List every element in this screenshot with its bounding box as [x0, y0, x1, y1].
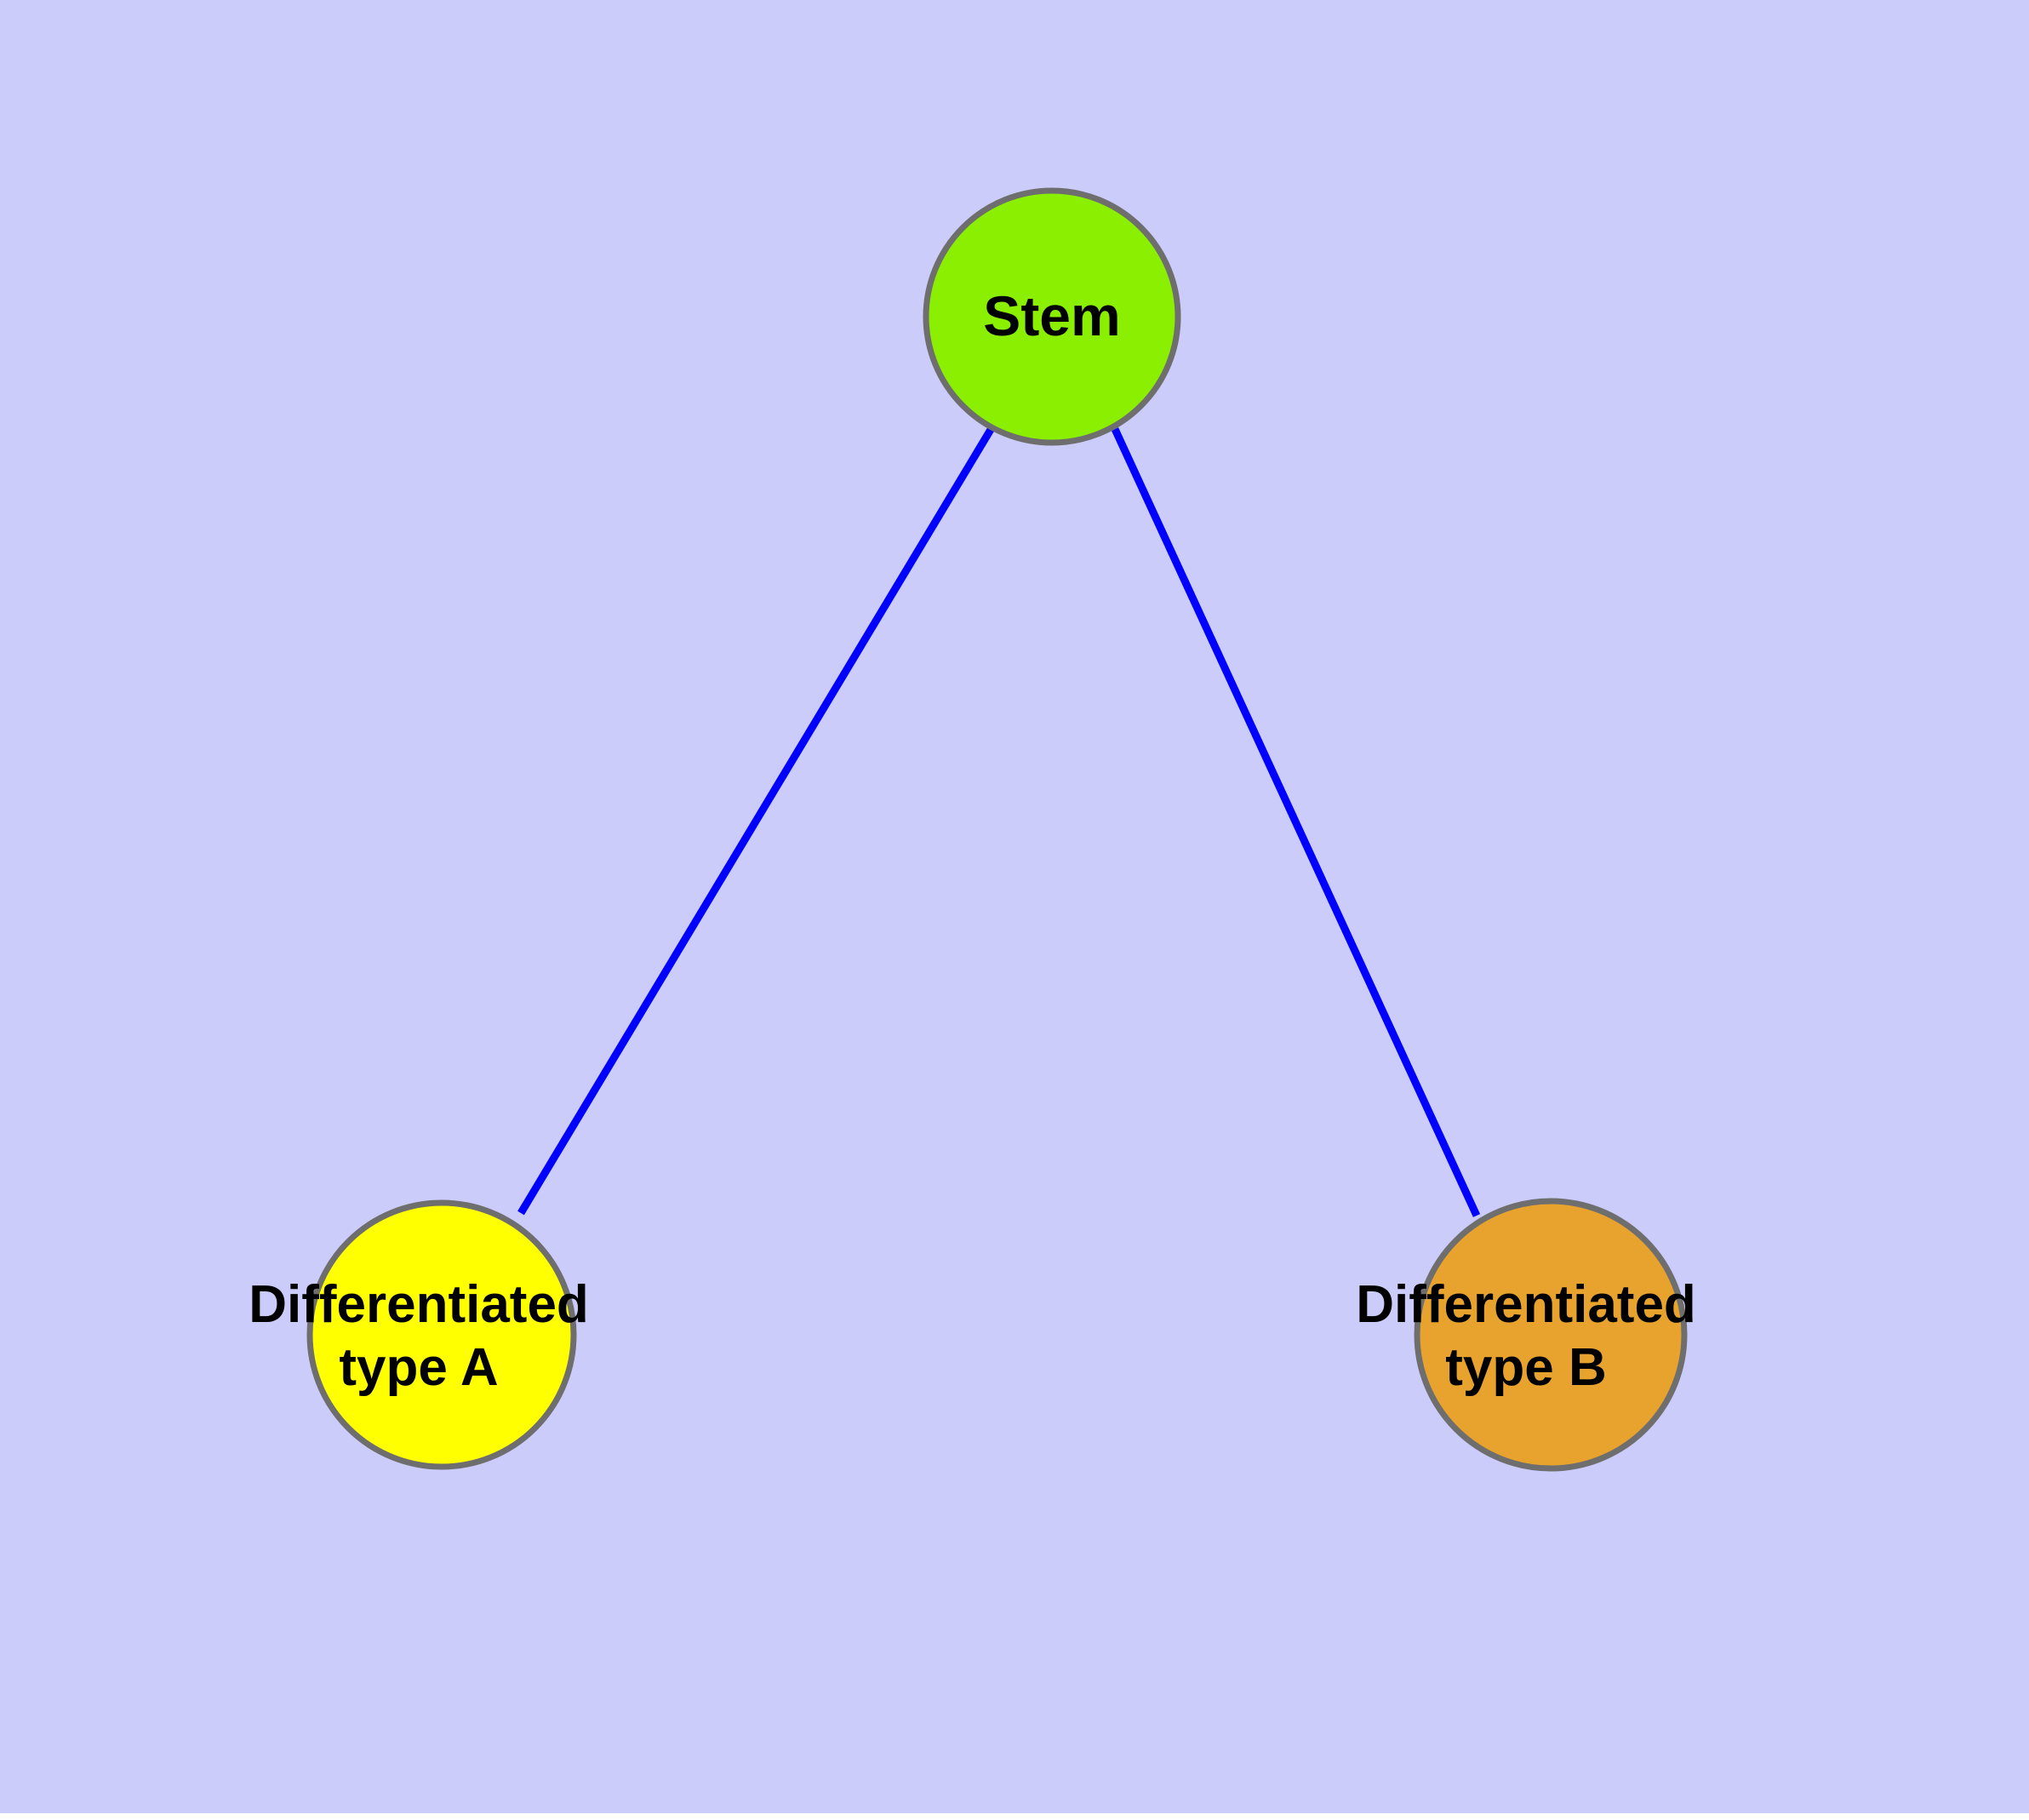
nodes-group — [306, 187, 1688, 1472]
edges-group — [517, 426, 1481, 1217]
edge-stem-diff-b — [1111, 427, 1481, 1217]
node-circle-diff_b[interactable] — [1414, 1198, 1688, 1472]
node-label-line: type A — [339, 1338, 498, 1397]
node-circle-stem[interactable] — [923, 187, 1181, 446]
node-label-line: Differentiated — [1356, 1275, 1696, 1334]
node-label-line: Stem — [983, 284, 1120, 347]
node-label-line: Differentiated — [249, 1275, 589, 1334]
node-circle-diff_a[interactable] — [306, 1199, 577, 1470]
edge-stem-diff-a — [517, 426, 995, 1216]
node-label-stem: Stem — [983, 284, 1120, 347]
node-label-line: type B — [1445, 1338, 1606, 1397]
